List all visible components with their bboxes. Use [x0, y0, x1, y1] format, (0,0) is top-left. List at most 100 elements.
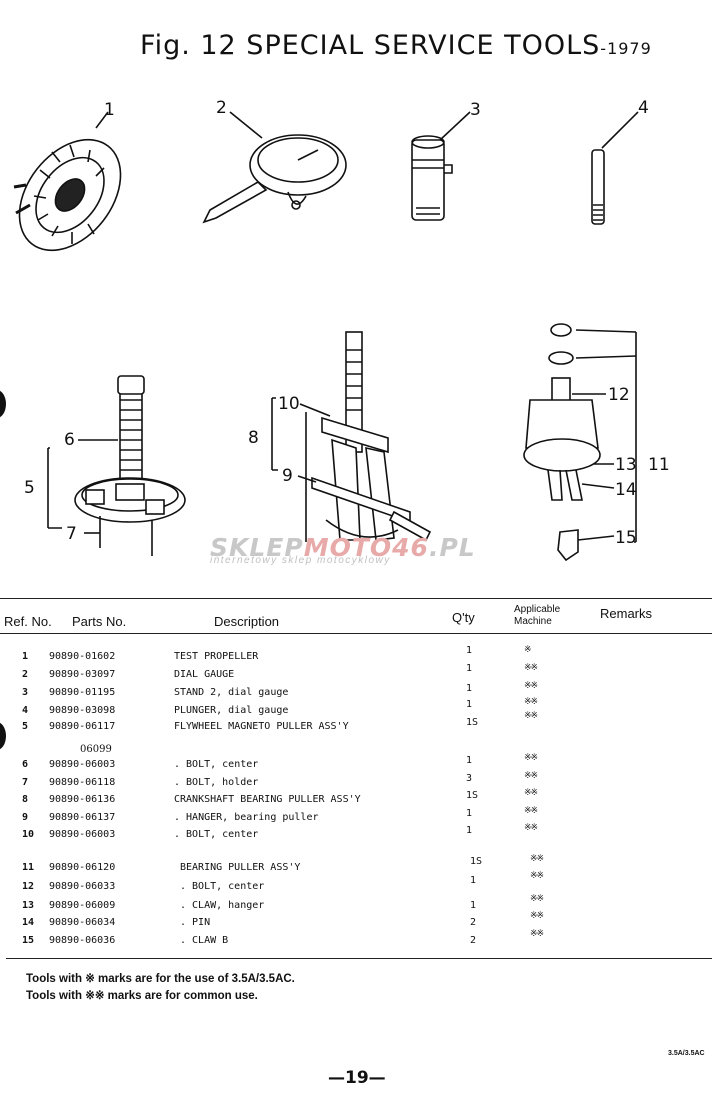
callout-3: 3 [470, 100, 481, 120]
cell-qty: 1 [470, 900, 477, 911]
cell-part: 90890-06118 [49, 777, 116, 788]
cell-mark: ※※ [524, 663, 538, 673]
cell-part: 90890-06117 [49, 721, 116, 732]
dial-stand-drawing [411, 135, 453, 221]
page-title: Fig. 12 SPECIAL SERVICE TOOLS-1979 [140, 30, 652, 61]
cell-ref: 1 [22, 651, 29, 662]
binder-hole [0, 390, 6, 418]
cell-mark: ※※ [530, 871, 544, 881]
cell-desc: . HANGER, bearing puller [174, 812, 319, 823]
header-qty: Q'ty [452, 610, 475, 625]
table-row: 9 90890-06137 . HANGER, bearing puller 1 ※※ [0, 806, 712, 830]
note-2: Tools with ※※ marks are for common use. [26, 990, 258, 1002]
watermark: SKLEPMOTO46.PL [210, 533, 476, 562]
plunger-drawing [591, 149, 605, 225]
handwritten-correction: 06099 [80, 744, 112, 755]
cell-part: 90890-06137 [49, 812, 116, 823]
cell-qty: 3 [466, 773, 473, 784]
cell-mark: ※※ [524, 823, 538, 833]
cell-part: 90890-06033 [49, 881, 116, 892]
callout-4: 4 [638, 98, 649, 118]
cell-ref: 2 [22, 669, 29, 680]
cell-mark: ※※ [530, 894, 544, 904]
cell-mark: ※※ [530, 911, 544, 921]
title-main: Fig. 12 SPECIAL SERVICE TOOLS [140, 30, 601, 61]
cell-mark: ※※ [524, 771, 538, 781]
callout-10: 10 [278, 394, 300, 414]
cell-mark: ※※ [524, 753, 538, 763]
cell-ref: 3 [22, 687, 29, 698]
cell-mark: ※ [524, 645, 531, 655]
cell-desc: . CLAW B [180, 935, 229, 946]
cell-mark: ※※ [524, 806, 538, 816]
table-row: 1 90890-01602 TEST PROPELLER 1 ※ [0, 645, 712, 669]
table-row: 15 90890-06036 . CLAW B 2 ※※ [0, 929, 712, 953]
corner-code: 3.5A/3.5AC [668, 1050, 705, 1057]
cell-qty: 1 [466, 683, 473, 694]
header-machine: Machine [514, 616, 552, 627]
cell-ref: 11 [22, 862, 35, 873]
dial-gauge-drawing [202, 134, 347, 224]
callout-2: 2 [216, 98, 227, 118]
cell-part: 90890-06034 [49, 917, 116, 928]
table-row: 8 90890-06136 CRANKSHAFT BEARING PULLER AS… [0, 788, 712, 812]
header-ref: Ref. No. [4, 614, 52, 629]
header-applicable: Applicable [514, 604, 561, 615]
cell-desc: . BOLT, center [174, 759, 259, 770]
binder-hole [0, 722, 6, 750]
cell-desc: CRANKSHAFT BEARING PULLER ASS'Y [174, 794, 361, 805]
crankshaft-puller-drawing [311, 331, 432, 542]
note-1: Tools with ※ marks are for the use of 3.… [26, 973, 295, 985]
cell-ref: 7 [22, 777, 29, 788]
cell-ref: 8 [22, 794, 29, 805]
cell-mark: ※※ [524, 681, 538, 691]
cell-qty: 1 [466, 808, 473, 819]
callout-1: 1 [104, 100, 115, 120]
title-year: -1979 [600, 39, 652, 58]
cell-ref: 15 [22, 935, 35, 946]
cell-ref: 9 [22, 812, 29, 823]
cell-desc: BEARING PULLER ASS'Y [180, 862, 301, 873]
cell-part: 90890-06003 [49, 829, 116, 840]
cell-part: 90890-01602 [49, 651, 116, 662]
cell-qty: 1 [466, 645, 473, 656]
cell-mark: ※※ [530, 929, 544, 939]
cell-mark: ※※ [524, 788, 538, 798]
cell-desc: . BOLT, center [174, 829, 259, 840]
header-parts: Parts No. [72, 614, 127, 629]
cell-part: 90890-03097 [49, 669, 116, 680]
cell-ref: 12 [22, 881, 35, 892]
cell-qty: 1 [466, 755, 473, 766]
cell-desc: . BOLT, center [180, 881, 265, 892]
watermark-a: SKLEP [210, 533, 304, 562]
table-bottom-rule [6, 958, 712, 959]
bearing-puller-drawing [523, 323, 601, 562]
cell-qty: 1S [466, 790, 479, 801]
cell-desc: DIAL GAUGE [174, 669, 235, 680]
cell-desc: FLYWHEEL MAGNETO PULLER ASS'Y [174, 721, 349, 732]
callout-11: 11 [648, 455, 670, 475]
cell-part: 90890-03098 [49, 705, 116, 716]
cell-qty: 2 [470, 935, 477, 946]
header-description: Description [214, 614, 280, 629]
tools-illustration [13, 111, 639, 562]
cell-ref: 6 [22, 759, 29, 770]
callout-6: 6 [64, 430, 75, 450]
cell-desc: STAND 2, dial gauge [174, 687, 289, 698]
cell-qty: 1S [470, 856, 483, 867]
cell-ref: 13 [22, 900, 35, 911]
cell-part: 90890-06036 [49, 935, 116, 946]
table-header-rule [0, 633, 712, 634]
cell-mark: ※※ [524, 697, 538, 707]
cell-desc: TEST PROPELLER [174, 651, 259, 662]
cell-desc: . BOLT, holder [174, 777, 259, 788]
cell-ref: 10 [22, 829, 35, 840]
cell-qty: 1 [466, 699, 473, 710]
cell-part: 90890-06136 [49, 794, 116, 805]
cell-desc: PLUNGER, dial gauge [174, 705, 289, 716]
